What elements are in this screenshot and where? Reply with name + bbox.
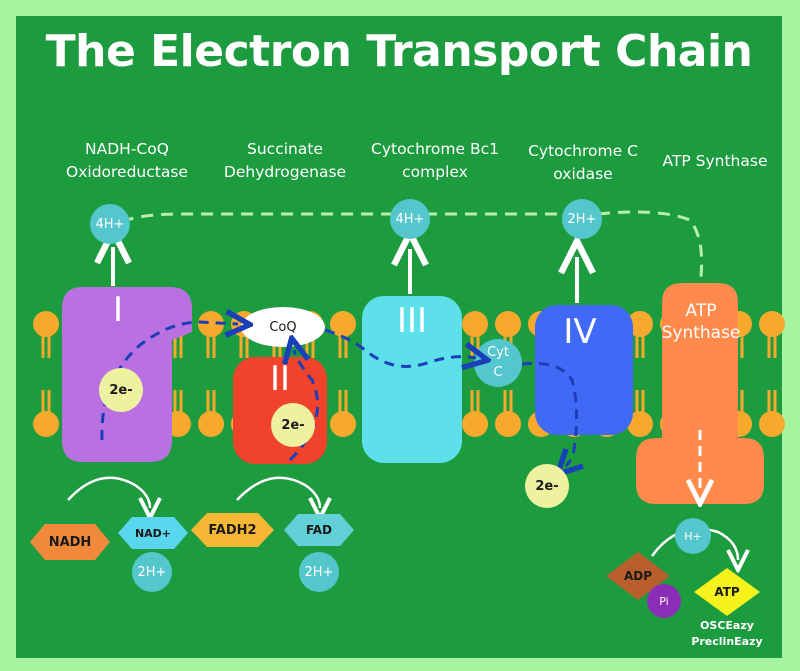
phospholipid-head [495, 311, 521, 337]
atp-label: ATP [714, 585, 740, 599]
adp-label: ADP [623, 569, 653, 583]
complex-ii-name: Succinate Dehydrogenase [223, 140, 347, 181]
fad-hexagon [284, 514, 354, 546]
electron-path [100, 322, 238, 441]
proton-label-iv: 2H+ [567, 211, 597, 227]
pi-bubble [647, 584, 681, 618]
proton-bubble-iv [562, 199, 602, 239]
nadh-hexagon [30, 524, 110, 560]
electron-path-ii [290, 350, 320, 462]
complex-i-name: NADH-CoQ Oxidoreductase [66, 140, 188, 181]
proton-label-i: 4H+ [95, 216, 125, 232]
proton-bubble-nad [132, 552, 172, 592]
electron-path-iv [521, 361, 577, 466]
cytochrome-c-label: Cyt C [487, 345, 509, 380]
nad-hexagon [118, 517, 188, 549]
brand-text: OSCEazy PreclinEazy [691, 619, 763, 648]
nadh-oxidation-arc [67, 476, 150, 508]
complex-ii-label: II [269, 359, 291, 399]
nad-label: NAD+ [134, 526, 172, 540]
phospholipid-head [330, 311, 356, 337]
electron-bubble-iv [525, 464, 569, 508]
atp-formation-arc [650, 527, 738, 560]
complex-iv-shape [535, 305, 633, 435]
phospholipid-head [627, 311, 653, 337]
phospholipid-head [198, 411, 224, 437]
complex-iii-label: III [396, 301, 428, 341]
atp-synthase-name: ATP Synthase [662, 152, 768, 170]
atp-synthase-shape [636, 283, 764, 504]
fadh2-label: FADH2 [208, 522, 257, 538]
phospholipid-head [462, 411, 488, 437]
electron-label-ii: 2e- [281, 417, 305, 433]
fad-label: FAD [305, 523, 333, 537]
phospholipid-head [33, 411, 59, 437]
electron-label-i: 2e- [109, 382, 133, 398]
pi-label: Pi [659, 594, 669, 608]
fadh2-hexagon [191, 513, 274, 547]
proton-bubble-i [90, 204, 130, 244]
phospholipid-head [759, 311, 785, 337]
phospholipid-head [462, 311, 488, 337]
proton-bubble-synthase [675, 518, 711, 554]
complex-i-label: I [112, 290, 124, 330]
phospholipid-head [627, 411, 653, 437]
phospholipid-head [759, 411, 785, 437]
atp-synthase-label: ATP Synthase [661, 301, 741, 343]
electron-path-coq-iii [324, 328, 476, 366]
complex-iii-shape [362, 296, 462, 463]
proton-label-fad: 2H+ [304, 564, 334, 580]
complex-iii-name: Cytochrome Bc1 complex [371, 140, 499, 181]
complex-iv-name: Cytochrome C oxidase [528, 142, 638, 183]
electron-label-iv: 2e- [535, 478, 559, 494]
atp-diamond [694, 568, 760, 616]
proton-label-nad: 2H+ [137, 564, 167, 580]
phospholipid-head [33, 311, 59, 337]
nadh-label: NADH [48, 534, 92, 550]
coq-label: CoQ [269, 319, 297, 335]
electron-bubble-i [99, 368, 143, 412]
proton-label-iii: 4H+ [395, 211, 425, 227]
proton-bubble-fad [299, 552, 339, 592]
phospholipid-head [330, 411, 356, 437]
fadh2-oxidation-arc [236, 476, 320, 508]
electron-bubble-ii [271, 403, 315, 447]
phospholipid-head [495, 411, 521, 437]
phospholipid-head [198, 311, 224, 337]
proton-label-synthase: H+ [684, 529, 702, 543]
page-title: The Electron Transport Chain [45, 26, 753, 77]
complex-iv-label: IV [563, 312, 597, 352]
proton-bubble-iii [390, 199, 430, 239]
